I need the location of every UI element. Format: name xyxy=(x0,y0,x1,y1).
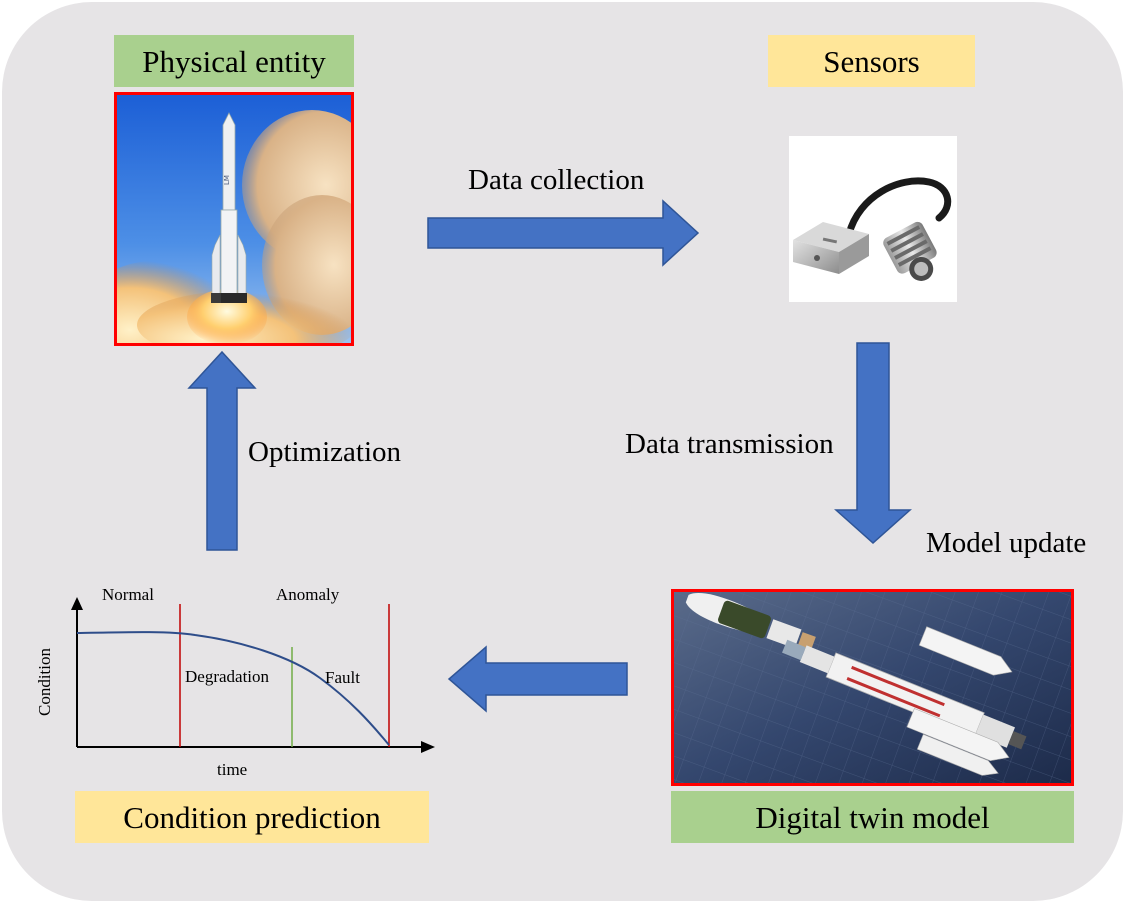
condition-prediction-label: Condition prediction xyxy=(75,791,429,843)
sensors-label: Sensors xyxy=(768,35,975,87)
rocket-launch-image: LM xyxy=(114,92,354,346)
svg-text:LM: LM xyxy=(223,175,231,185)
model-update-label: Model update xyxy=(926,527,1087,559)
data-collection-label: Data collection xyxy=(468,164,645,196)
physical-entity-label: Physical entity xyxy=(114,35,354,87)
optimization-label: Optimization xyxy=(248,436,402,468)
digital-twin-model-label: Digital twin model xyxy=(671,791,1074,843)
data-transmission-label: Data transmission xyxy=(625,428,834,460)
rocket-digital-twin-illustration xyxy=(674,592,1071,783)
digital-twin-image xyxy=(671,589,1074,786)
accelerometer-sensor-illustration xyxy=(793,177,952,281)
rocket-launch-illustration: LM xyxy=(117,95,351,343)
sensor-image xyxy=(789,136,957,302)
